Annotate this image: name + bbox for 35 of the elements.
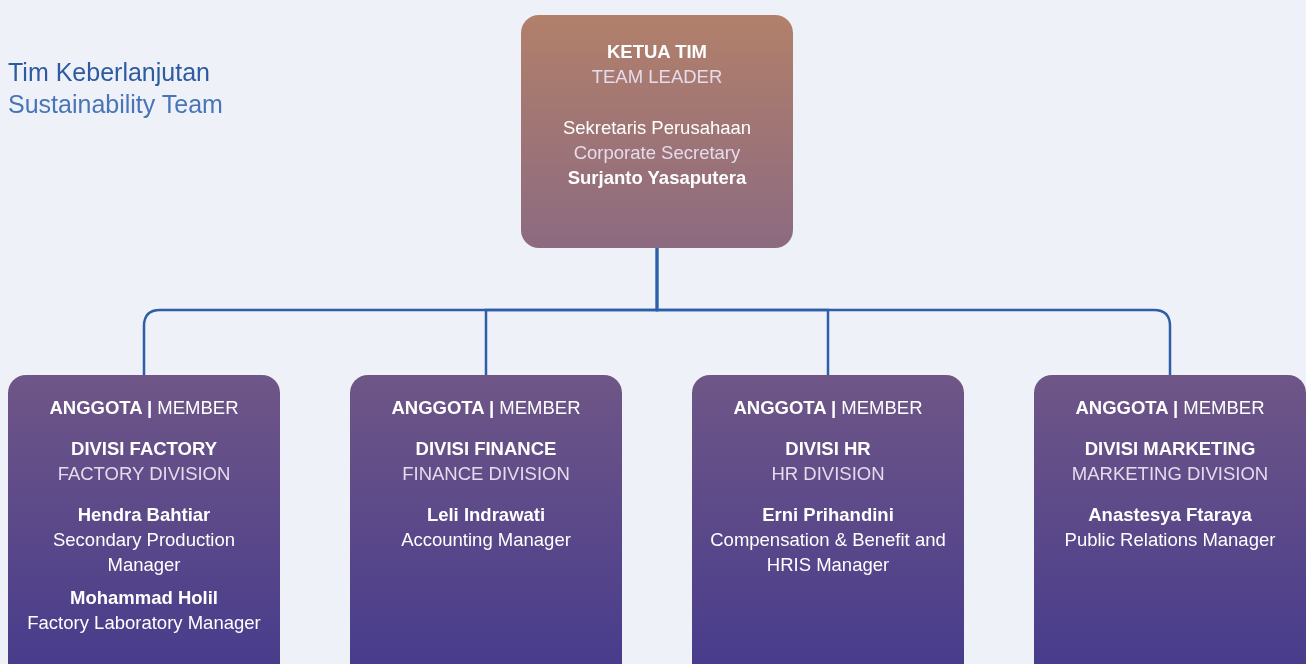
body-text: Public Relations Manager: [1063, 528, 1277, 552]
bold-heading: Mohammad Holil: [69, 586, 219, 610]
member-box: [692, 375, 964, 664]
body-text: ANGGOTA | MEMBER: [732, 396, 924, 420]
body-text: Factory Laboratory Manager: [26, 611, 262, 635]
bold-heading: Leli Indrawati: [425, 503, 547, 527]
body-text: ANGGOTA | MEMBER: [48, 396, 240, 420]
subtitle-text: TEAM LEADER: [590, 65, 724, 89]
member-box: [1034, 375, 1306, 664]
body-text: Accounting Manager: [400, 528, 572, 552]
bold-heading: Surjanto Yasaputera: [566, 166, 748, 190]
body-text: ANGGOTA | MEMBER: [390, 396, 582, 420]
member-box: [8, 375, 280, 664]
bold-heading: DIVISI FINANCE: [414, 437, 558, 461]
bold-heading: Erni Prihandini: [761, 503, 895, 527]
body-text: Sekretaris Perusahaan: [561, 116, 753, 140]
subtitle-text: FINANCE DIVISION: [401, 462, 571, 486]
bold-heading: DIVISI FACTORY: [70, 437, 218, 461]
bold-heading: KETUA TIM: [606, 40, 708, 64]
bold-heading: DIVISI MARKETING: [1083, 437, 1257, 461]
subtitle-text: FACTORY DIVISION: [56, 462, 232, 486]
bold-heading: DIVISI HR: [784, 437, 872, 461]
bold-heading: Anastesya Ftaraya: [1087, 503, 1253, 527]
diagram-title: Tim Keberlanjutan: [8, 58, 210, 87]
body-text: ANGGOTA | MEMBER: [1074, 396, 1266, 420]
member-box: [350, 375, 622, 664]
subtitle-text: MARKETING DIVISION: [1070, 462, 1270, 486]
leader-box: [521, 15, 793, 248]
subtitle-text: Corporate Secretary: [572, 141, 742, 165]
connector-line: [655, 248, 1172, 375]
body-text: Compensation & Benefit and HRIS Manager: [709, 528, 947, 577]
body-text: Secondary Production Manager: [52, 528, 236, 577]
diagram-subtitle: Sustainability Team: [8, 90, 223, 119]
subtitle-text: HR DIVISION: [770, 462, 886, 486]
bold-heading: Hendra Bahtiar: [76, 503, 212, 527]
